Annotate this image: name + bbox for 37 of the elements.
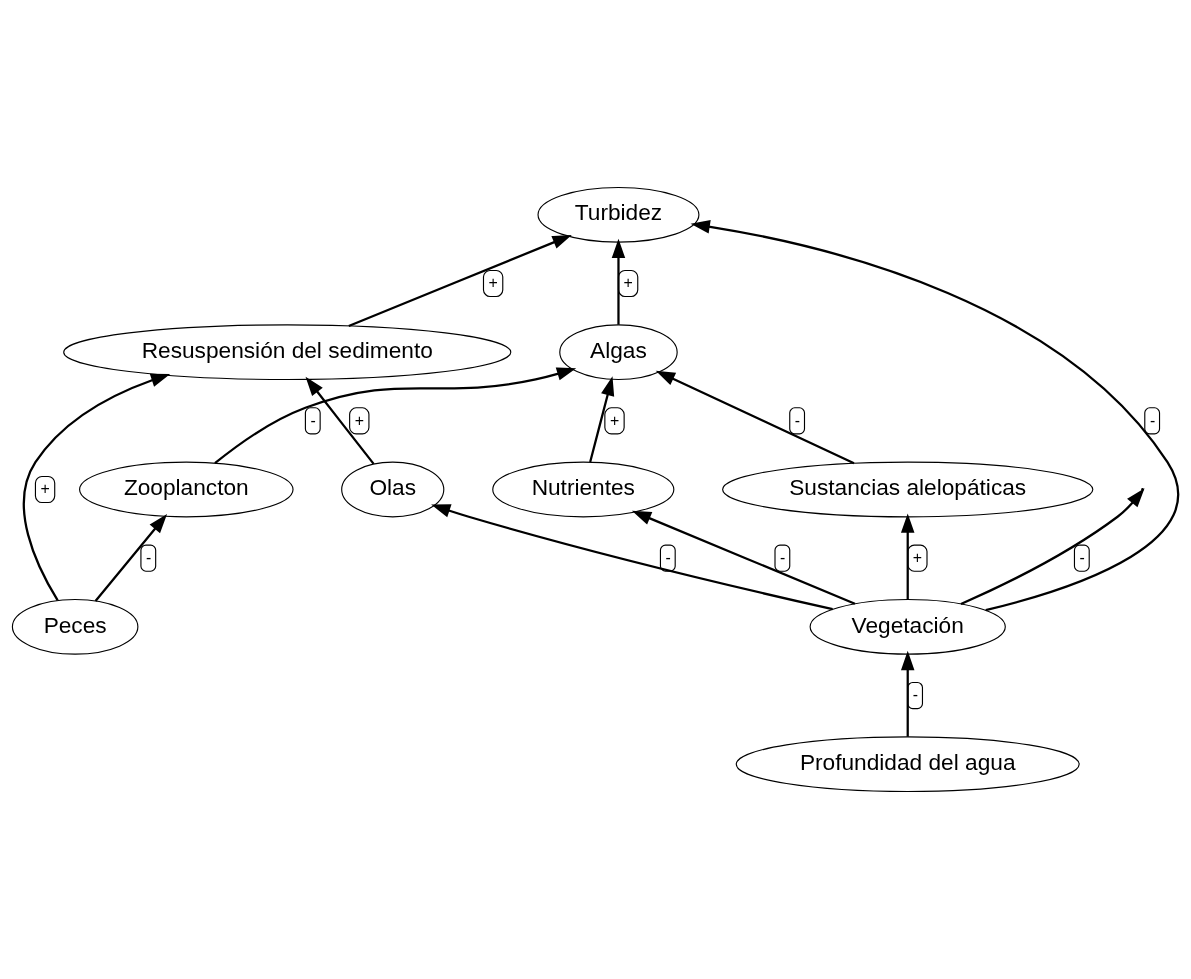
edge-label: -	[146, 548, 152, 566]
arrow	[900, 650, 915, 737]
edge-label: -	[1149, 411, 1156, 429]
arrow	[611, 238, 626, 325]
arrow	[900, 513, 915, 600]
node-ellipse: Peces	[11, 598, 139, 655]
edge-label: +	[40, 480, 50, 498]
arrow	[214, 367, 577, 465]
arrow	[22, 373, 171, 601]
edge-label: -	[794, 411, 801, 429]
edge-label: +	[488, 274, 498, 292]
edge-label: -	[665, 548, 671, 566]
edge-label: -	[1079, 548, 1085, 566]
edge-label: +	[912, 548, 923, 566]
node-ellipse: Nutrientes	[492, 461, 675, 518]
edge-label: -	[912, 686, 919, 704]
edge-label: +	[609, 411, 620, 429]
arrow	[690, 220, 1179, 612]
edge-label: -	[310, 411, 316, 429]
node-ellipse: Algas	[559, 324, 678, 381]
arrow	[655, 370, 855, 465]
node-ellipse: Olas	[341, 461, 445, 518]
edge-label: +	[354, 411, 365, 429]
node-ellipse: Sustancias alelopáticas	[722, 461, 1094, 518]
node-ellipse: Vegetación	[809, 598, 1006, 655]
node-ellipse: Profundidad del agua	[735, 736, 1080, 793]
node-ellipse: Resuspensión del sedimento	[63, 324, 512, 381]
arrow	[94, 513, 168, 602]
node-ellipse: Turbidez	[537, 186, 700, 243]
arrow	[589, 376, 615, 463]
node-ellipse: Zooplancton	[79, 461, 294, 518]
arrow	[305, 376, 375, 465]
arrow	[348, 235, 572, 327]
edge-label: -	[780, 548, 786, 566]
edge-label: +	[623, 274, 633, 292]
arrow	[431, 504, 833, 611]
arrow	[631, 510, 856, 605]
